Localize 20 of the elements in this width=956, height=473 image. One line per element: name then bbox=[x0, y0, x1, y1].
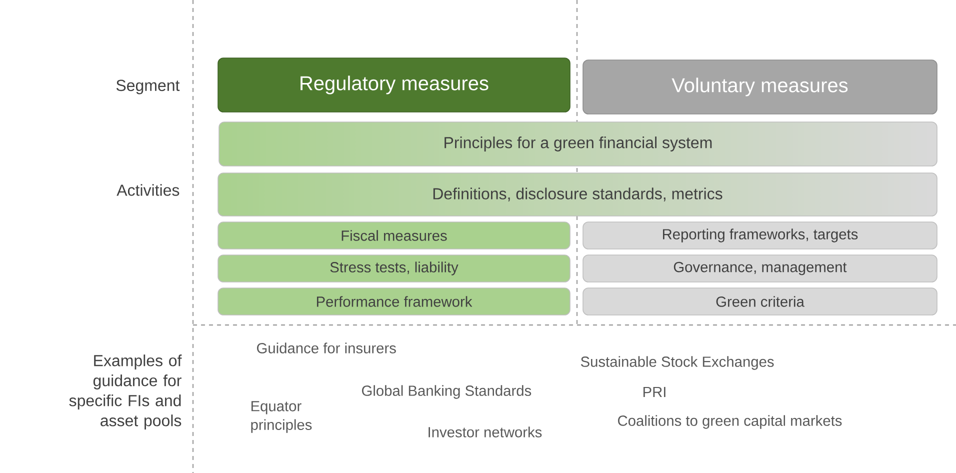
measure-box: Definitions, disclosure standards, metrics bbox=[218, 172, 938, 216]
measure-box: Governance, management bbox=[582, 254, 938, 282]
measure-box: Green criteria bbox=[582, 288, 938, 316]
measure-box: Stress tests, liability bbox=[218, 254, 570, 282]
row-label: Segment bbox=[116, 80, 180, 94]
measure-box: Principles for a green financial system bbox=[218, 122, 938, 166]
example-text: Investor networks bbox=[428, 426, 542, 438]
example-text: Sustainable Stock Exchanges bbox=[580, 356, 774, 370]
measure-box: Regulatory measures bbox=[218, 58, 570, 112]
example-text: Equator principles bbox=[251, 401, 312, 433]
measure-box: Voluntary measures bbox=[582, 60, 938, 114]
row-label: Examples of guidance for specific FIs and asset pools bbox=[69, 354, 182, 430]
example-text: Guidance for insurers bbox=[257, 342, 396, 354]
row-label: Activities bbox=[116, 184, 180, 196]
measure-box: Reporting frameworks, targets bbox=[582, 222, 938, 250]
measure-box: Performance framework bbox=[218, 288, 570, 316]
example-text: PRI bbox=[643, 386, 666, 398]
measure-box: Fiscal measures bbox=[218, 222, 570, 250]
example-text: Coalitions to green capital markets bbox=[618, 415, 842, 429]
example-text: Global Banking Standards bbox=[362, 385, 532, 399]
